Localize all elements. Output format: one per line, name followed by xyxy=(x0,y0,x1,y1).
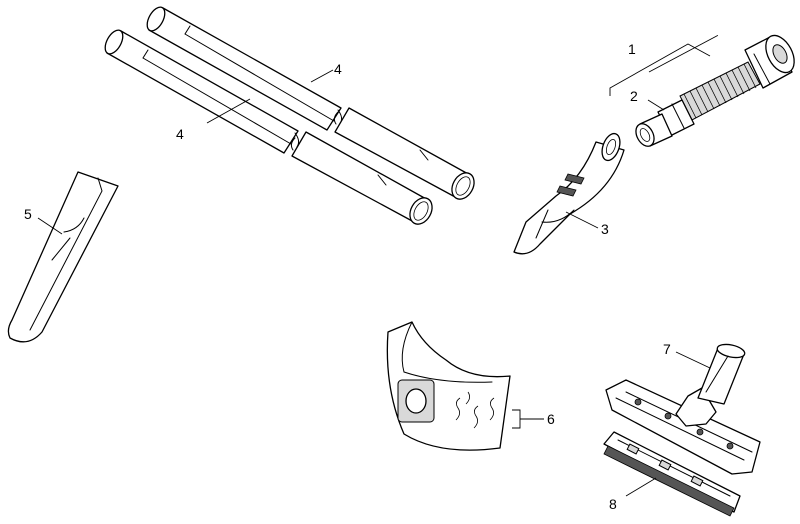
suction-tube-lower-left xyxy=(104,29,300,154)
suction-hose xyxy=(635,34,795,147)
hose-connector-container xyxy=(744,34,795,89)
leader-line-7 xyxy=(675,351,711,369)
crevice-nozzle xyxy=(7,171,119,343)
leader-line-4a xyxy=(310,69,334,83)
hose-connector-tube xyxy=(635,99,695,147)
filter-bag xyxy=(386,321,511,451)
suction-tube-lower-right xyxy=(290,131,433,225)
leader-line-2 xyxy=(647,99,665,111)
bracket-line-1 xyxy=(609,43,711,96)
hose-ribs xyxy=(683,63,757,119)
callout-7: 7 xyxy=(663,341,671,357)
leader-line-5 xyxy=(37,217,63,235)
callout-1: 1 xyxy=(628,41,636,57)
floor-nozzle xyxy=(605,343,761,475)
callout-4b: 4 xyxy=(176,126,184,142)
leader-line-1 xyxy=(648,34,719,73)
callout-5: 5 xyxy=(24,206,32,222)
leader-line-3 xyxy=(565,211,599,229)
callout-2: 2 xyxy=(630,88,638,104)
leader-line-8 xyxy=(625,477,657,497)
brush-strip-insert xyxy=(603,431,741,517)
elbow-handle xyxy=(513,132,625,255)
suction-tube-upper-left xyxy=(146,6,343,131)
leader-line-4b xyxy=(206,98,251,124)
suction-tube-upper-right xyxy=(333,107,475,200)
callout-4a: 4 xyxy=(334,61,342,77)
bracket-line-6 xyxy=(512,409,521,429)
callout-6: 6 xyxy=(547,411,555,427)
callout-8: 8 xyxy=(609,496,617,512)
callout-3: 3 xyxy=(601,221,609,237)
